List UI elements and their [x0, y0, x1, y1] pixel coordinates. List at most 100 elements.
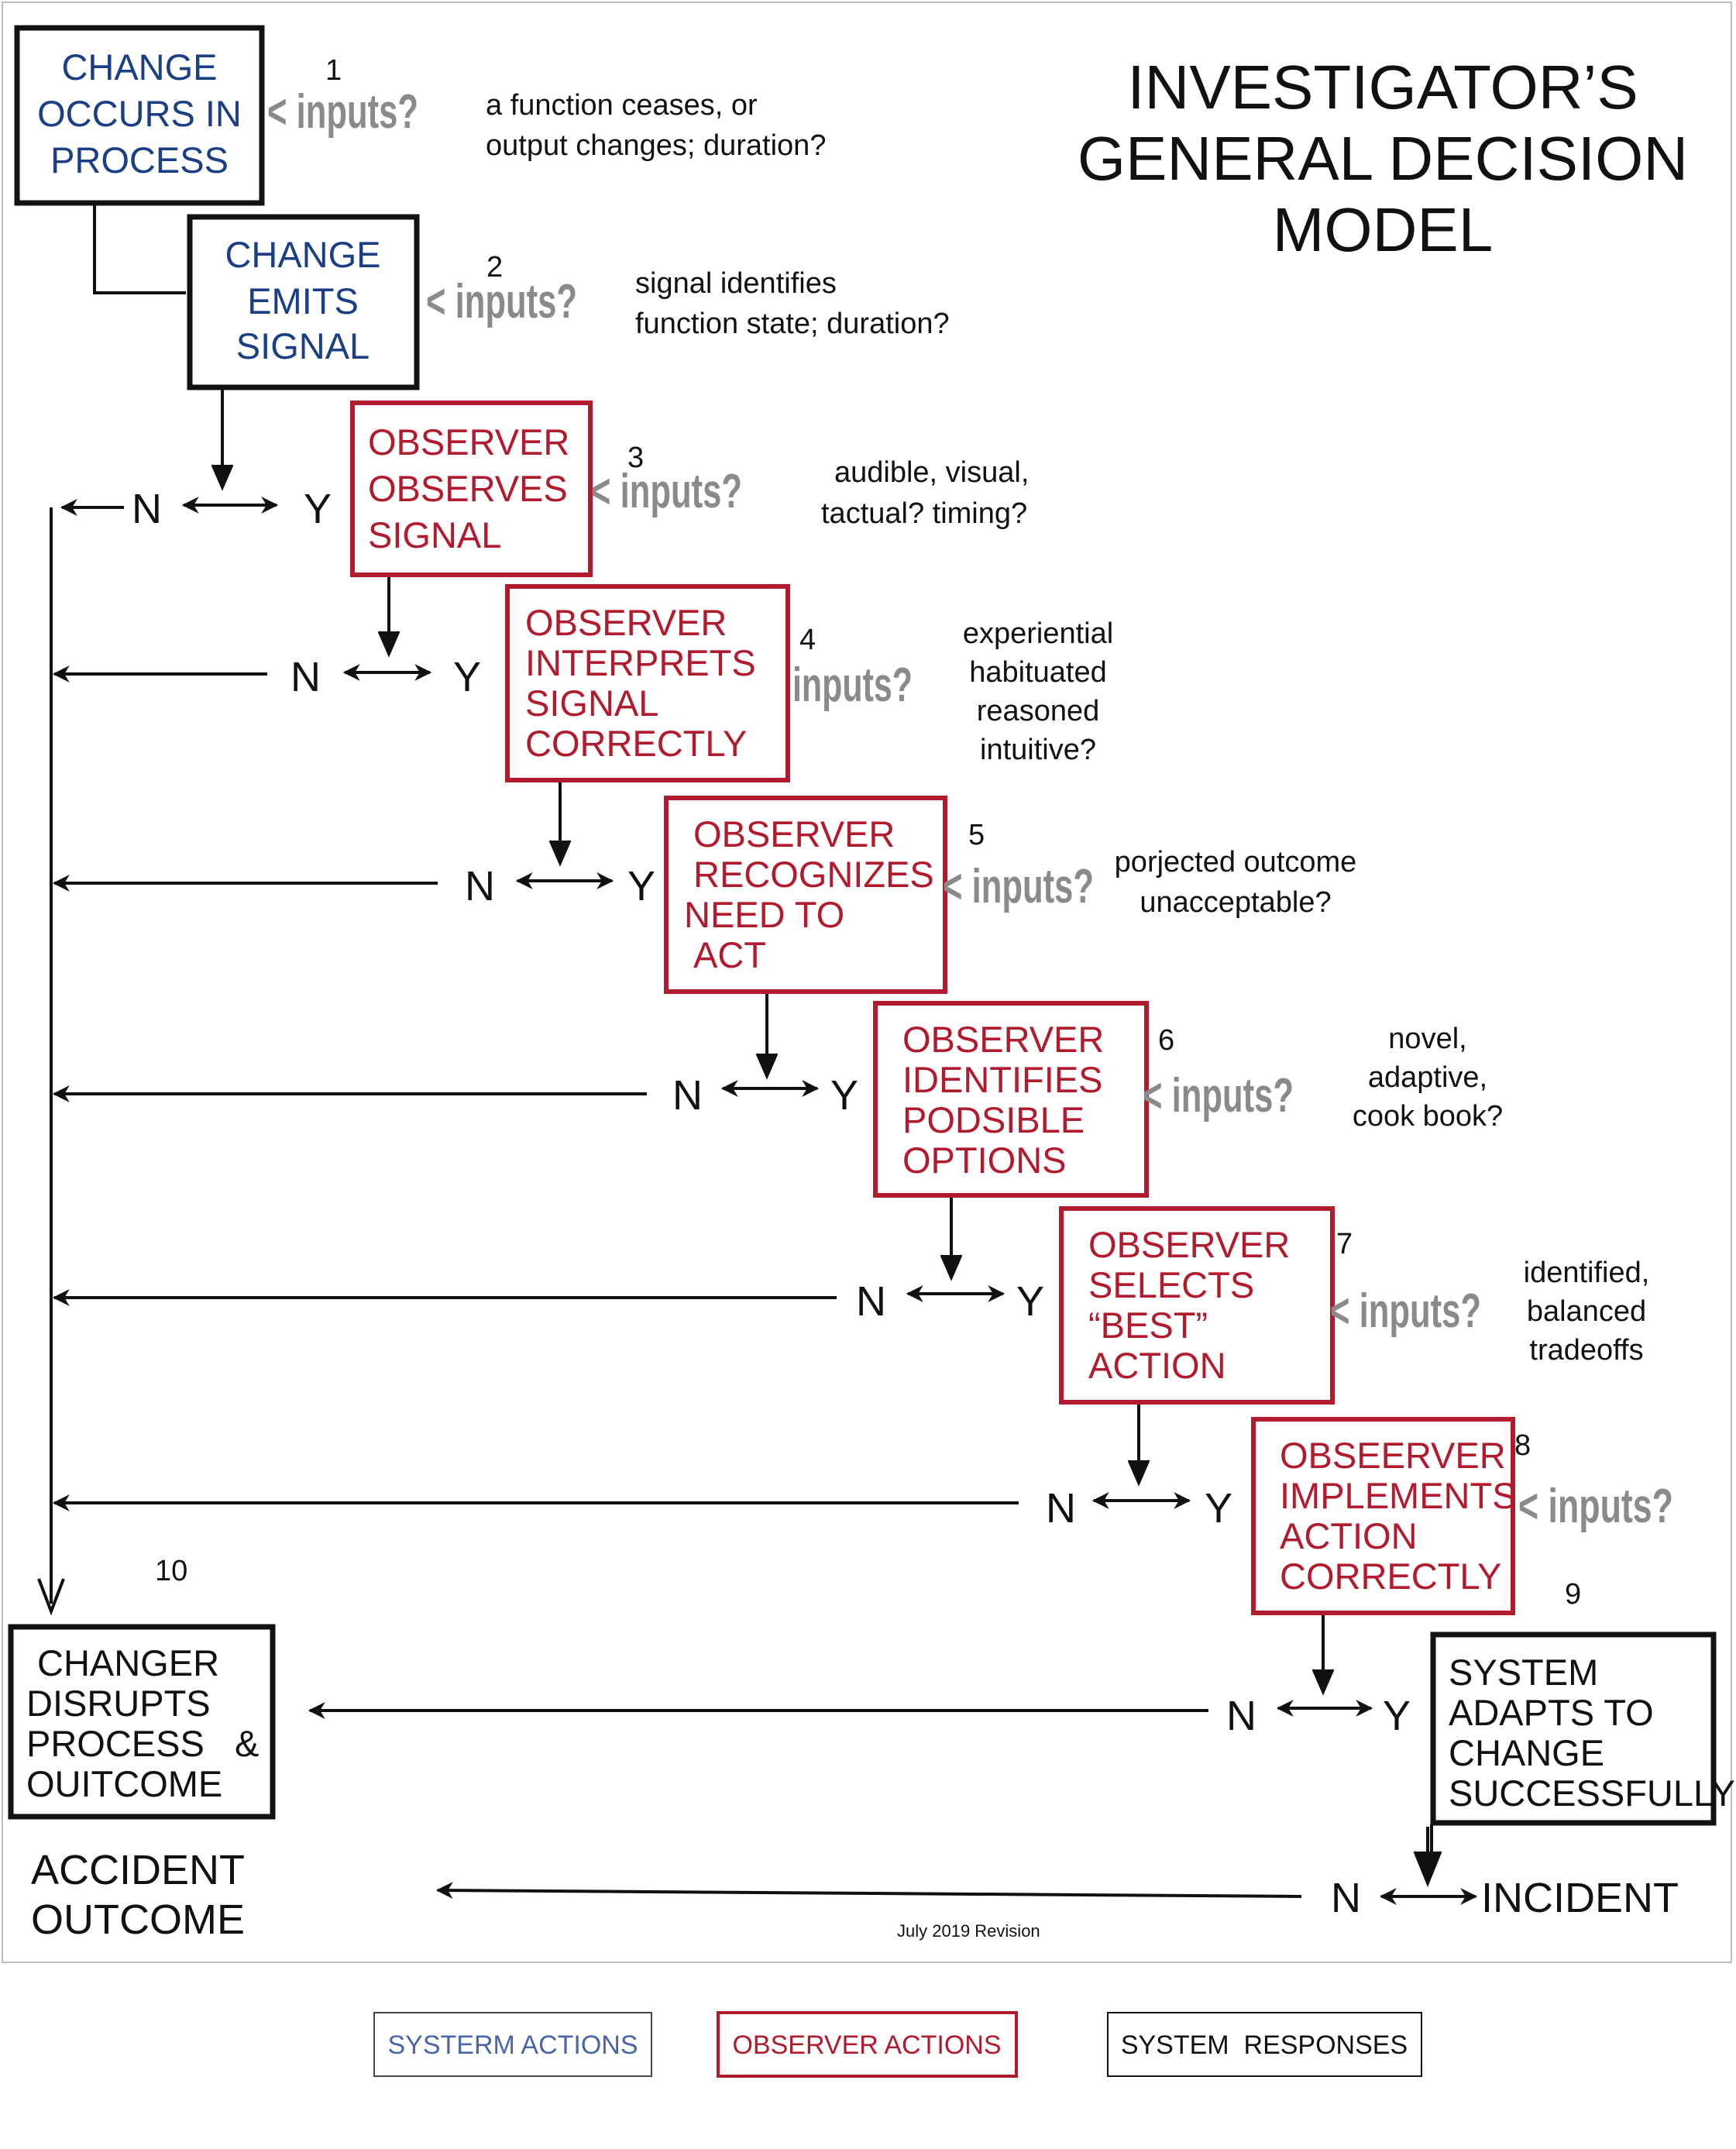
step-1-line-1: CHANGE	[61, 46, 217, 88]
step-3-line-3: SIGNAL	[368, 514, 501, 555]
step-9-line-4: SUCCESSFULLY	[1449, 1772, 1735, 1814]
step-8-number: 8	[1514, 1429, 1531, 1462]
step-4-line-4: CORRECTLY	[525, 723, 747, 764]
accident-outcome-line-1: ACCIDENT	[31, 1847, 245, 1893]
title-line-1: INVESTIGATOR’S	[1127, 53, 1638, 122]
step-3-box: OBSERVER OBSERVES SIGNAL	[350, 401, 593, 577]
branch-labels: N Y N Y N Y N Y N Y N Y N Y N	[132, 486, 1411, 1921]
step-9-number: 9	[1565, 1578, 1581, 1611]
step-10-line-4: OUITCOME	[26, 1763, 222, 1804]
step-7-inputs: < inputs?	[1330, 1284, 1481, 1338]
no-label-3: N	[132, 486, 162, 532]
step-1-note-2: output changes; duration?	[486, 129, 826, 162]
step-1-number: 1	[325, 54, 342, 87]
step-5-note-2: unacceptable?	[1140, 886, 1331, 919]
step-2-note-2: function state; duration?	[635, 308, 950, 340]
step-7-note-3: tradeoffs	[1529, 1334, 1643, 1367]
step-5-inputs: < inputs?	[943, 860, 1094, 913]
step-7-note-1: identified,	[1524, 1257, 1650, 1289]
legend-observer-actions-label: OBSERVER ACTIONS	[732, 2030, 1001, 2060]
step-10-box: CHANGER DISRUPTS PROCESS & OUITCOME	[8, 1624, 276, 1820]
no-label-4: N	[290, 654, 321, 700]
down-arrowhead-4	[548, 840, 572, 867]
step-6-note-3: cook book?	[1353, 1100, 1503, 1133]
step-4-note-4: intuitive?	[980, 734, 1096, 766]
step-2-line-1: CHANGE	[225, 234, 380, 275]
step-4-line-1: OBSERVER	[525, 602, 727, 643]
step-4-inputs: inputs?	[792, 658, 913, 712]
no-label-9: N	[1226, 1693, 1256, 1739]
incident-outcome: INCIDENT	[1481, 1875, 1679, 1921]
step-1-inputs: < inputs?	[267, 85, 418, 139]
step-8-line-2: IMPLEMENTS	[1280, 1475, 1517, 1516]
legend-system-responses-label: SYSTEM RESPONSES	[1121, 2030, 1408, 2060]
title-line-2: GENERAL DECISION	[1078, 124, 1688, 193]
legend-observer-actions: OBSERVER ACTIONS	[717, 2011, 1018, 2078]
step-1-box: CHANGE OCCURS IN PROCESS	[14, 25, 265, 206]
step-7-box: OBSERVER SELECTS “BEST” ACTION	[1059, 1206, 1335, 1405]
step-3-number: 3	[627, 442, 644, 474]
step-7-number: 7	[1336, 1228, 1353, 1260]
step-4-line-2: INTERPRETS	[525, 642, 756, 683]
step-6-note-1: novel,	[1388, 1023, 1466, 1055]
step-2-number: 2	[486, 251, 503, 284]
down-arrowhead-2	[211, 464, 234, 491]
down-arrowhead-6	[940, 1254, 963, 1281]
legend-system-actions: SYSTERM ACTIONS	[373, 2012, 652, 2077]
step-10-line-3: PROCESS &	[26, 1723, 259, 1764]
connectors	[37, 205, 1478, 1905]
no-label-6: N	[672, 1072, 703, 1119]
legend: SYSTERM ACTIONS OBSERVER ACTIONS SYSTEM …	[373, 2011, 1422, 2078]
down-arrowhead-3	[377, 631, 400, 658]
step-6-line-4: OPTIONS	[902, 1140, 1067, 1181]
step-3-note-1: audible, visual,	[834, 456, 1029, 489]
step-5-box: OBSERVER RECOGNIZES NEED TO ACT	[664, 796, 947, 994]
diagram-title: INVESTIGATOR’S GENERAL DECISION MODEL	[1078, 53, 1688, 264]
step-9-line-2: ADAPTS TO	[1449, 1692, 1654, 1733]
step-6-note-2: adaptive,	[1368, 1061, 1487, 1094]
down-arrowhead-5	[755, 1053, 779, 1080]
step-4-note-2: habituated	[969, 656, 1107, 689]
no-label-5: N	[465, 863, 495, 909]
revision-note: July 2019 Revision	[897, 1921, 1040, 1941]
step-5-line-3: NEED TO	[684, 894, 844, 935]
no-label-incident: N	[1331, 1875, 1361, 1921]
yes-label-7: Y	[1016, 1278, 1044, 1325]
step-10-line-1: CHANGER	[37, 1642, 219, 1683]
step-4-box: OBSERVER INTERPRETS SIGNAL CORRECTLY	[505, 584, 790, 782]
yes-label-6: Y	[830, 1072, 858, 1119]
step-4-note-1: experiential	[963, 617, 1113, 650]
step-7-line-1: OBSERVER	[1088, 1224, 1290, 1265]
legend-system-responses: SYSTEM RESPONSES	[1107, 2012, 1422, 2077]
down-arrowhead-7	[1127, 1460, 1150, 1487]
yes-label-5: Y	[627, 863, 655, 909]
accident-outcome-line-2: OUTCOME	[31, 1896, 245, 1943]
step-8-line-3: ACTION	[1280, 1515, 1418, 1556]
legend-system-actions-label: SYSTERM ACTIONS	[387, 2030, 638, 2060]
step-5-number: 5	[968, 819, 985, 851]
step-8-line-1: OBSEERVER	[1280, 1435, 1506, 1476]
step-1-line-3: PROCESS	[50, 139, 229, 181]
diagram-frame	[2, 2, 1732, 1963]
no-line-incident	[435, 1882, 1302, 1900]
step-5-line-1: OBSERVER	[693, 813, 895, 854]
step-8-box: OBSEERVER IMPLEMENTS ACTION CORRECTLY	[1251, 1417, 1517, 1615]
step-8-inputs: < inputs?	[1518, 1480, 1673, 1533]
yes-label-9: Y	[1383, 1693, 1411, 1739]
step-5-note-1: porjected outcome	[1115, 846, 1357, 879]
step-7-line-4: ACTION	[1088, 1345, 1226, 1386]
title-line-3: MODEL	[1273, 195, 1494, 264]
step-3-line-2: OBSERVES	[368, 468, 568, 509]
step-1-note-1: a function ceases, or	[486, 89, 758, 122]
step-10-line-2: DISRUPTS	[26, 1683, 211, 1724]
step-7-line-2: SELECTS	[1088, 1264, 1254, 1305]
no-label-7: N	[856, 1278, 886, 1325]
step-3-line-1: OBSERVER	[368, 421, 569, 462]
step-1-line-2: OCCURS IN	[37, 93, 242, 134]
step-9-line-1: SYSTEM	[1449, 1652, 1598, 1693]
step-6-line-3: PODSIBLE	[902, 1099, 1085, 1140]
no-label-8: N	[1046, 1485, 1076, 1532]
step-4-note-3: reasoned	[977, 695, 1099, 727]
step-8-line-4: CORRECTLY	[1280, 1556, 1501, 1597]
